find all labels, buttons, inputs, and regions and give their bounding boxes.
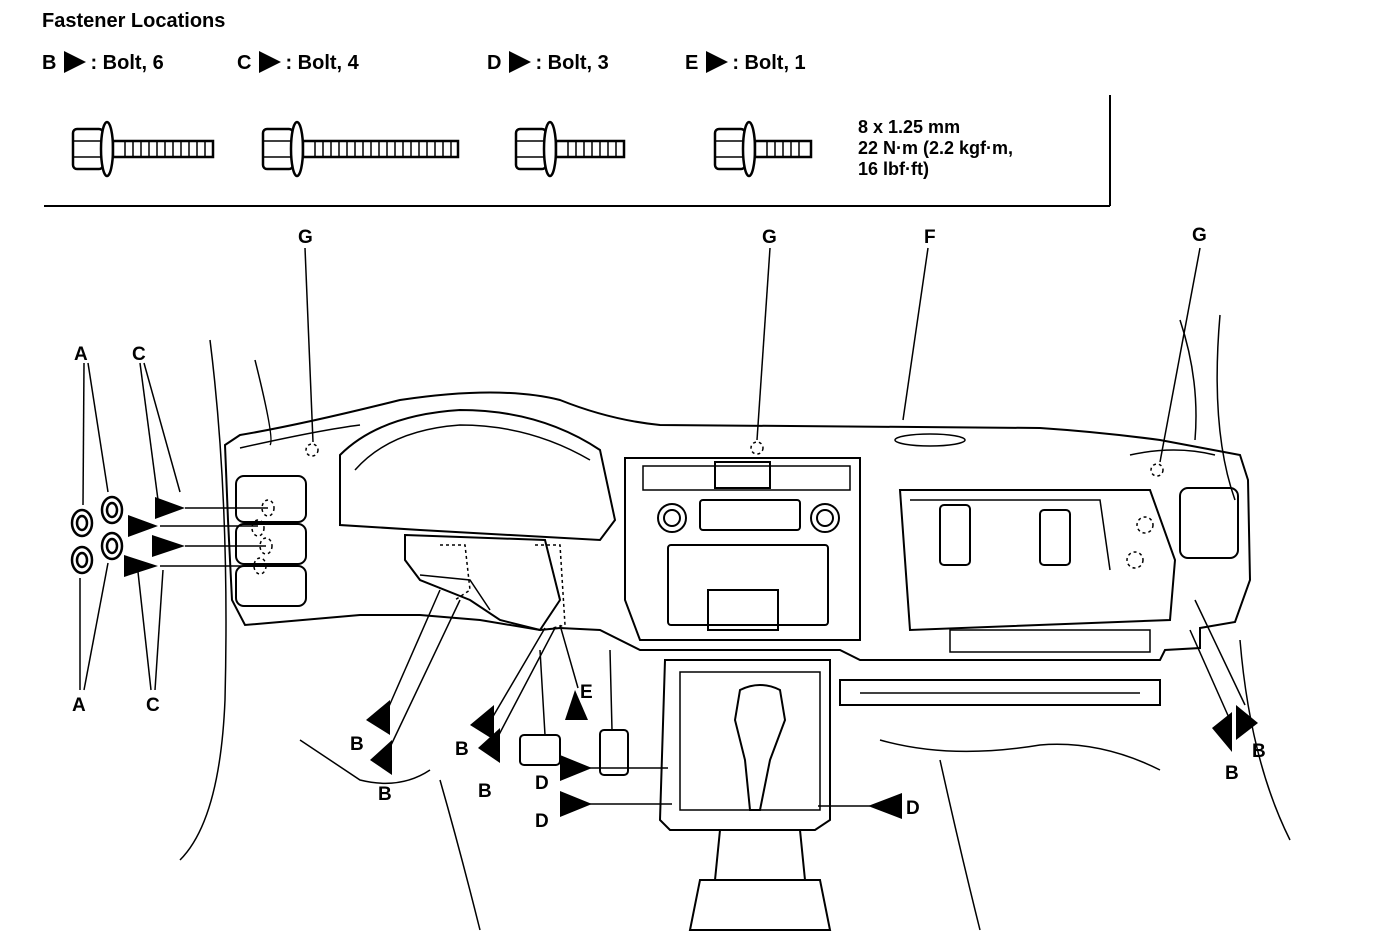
arrow-c-3 [152,535,185,557]
grommet-clips [70,495,124,575]
arrow-marker-icon [706,51,729,73]
legend-letter: D [487,52,502,74]
bolt-d-illustration [514,120,626,178]
spec-line-torque-imperial: 16 lbf·ft) [858,159,929,179]
legend-bolt-c: C : Bolt, 4 [237,51,359,75]
callout-a-top: A [74,344,88,365]
legend-letter: B [42,52,57,74]
callout-d-2: D [535,811,549,832]
legend-text: : Bolt, 4 [285,52,359,74]
dashboard-outline [179,314,1291,931]
arrow-b-2 [370,740,392,775]
page-title: Fastener Locations [42,10,226,32]
torque-spec: 8 x 1.25 mm 22 N·m (2.2 kgf·m, 16 lbf·ft… [858,117,1013,180]
callout-c-bottom: C [146,695,160,716]
callout-b-6: B [1252,741,1266,762]
arrow-c-4 [124,555,158,577]
arrow-d-2 [560,791,592,817]
legend-letter: C [237,52,252,74]
arrow-marker-icon [64,51,87,73]
callout-a-bottom: A [72,695,86,716]
arrow-marker-icon [259,51,282,73]
legend-text: : Bolt, 6 [90,52,164,74]
bolt-e-illustration [713,120,813,178]
callout-b-3: B [455,739,469,760]
legend-text: : Bolt, 1 [732,52,806,74]
callout-f: F [924,227,936,248]
arrow-c-2 [128,515,158,537]
arrow-c-1 [155,497,185,519]
arrow-e [565,690,588,720]
callout-g-center: G [762,227,777,248]
legend-bolt-e: E : Bolt, 1 [685,51,806,75]
callout-b-4: B [478,781,492,802]
arrow-b-5 [1212,712,1232,752]
spec-line-size: 8 x 1.25 mm [858,117,961,137]
arrow-b-6 [1236,705,1258,740]
bolt-panel-frame [44,95,1111,207]
arrow-d-1 [560,755,592,781]
legend-text: : Bolt, 3 [535,52,609,74]
callout-c-top: C [132,344,146,365]
callout-b-1: B [350,734,364,755]
arrow-d-3 [868,793,902,819]
spec-line-torque: 22 N·m (2.2 kgf·m, [858,138,1014,158]
callout-labels: A A C C G G G F B B B B B B E D D D [72,225,1266,832]
arrow-marker-icon [509,51,532,73]
callout-b-5: B [1225,763,1239,784]
legend-letter: E [685,52,699,74]
callout-d-1: D [535,773,549,794]
callout-g-right: G [1192,225,1207,246]
arrow-b-4 [478,728,500,763]
callout-d-3: D [906,798,920,819]
callout-b-2: B [378,784,392,805]
arrow-markers [124,497,1258,819]
bolt-b-illustration [71,120,215,178]
hidden-fasteners [251,441,1164,631]
legend-bolt-b: B : Bolt, 6 [42,51,164,75]
callout-e: E [580,682,593,703]
leader-lines [79,247,1246,807]
bolt-c-illustration [261,120,460,178]
legend-bolt-d: D : Bolt, 3 [487,51,609,75]
arrow-b-3 [470,705,494,740]
callout-g-left: G [298,227,313,248]
arrow-b-1 [366,700,390,735]
